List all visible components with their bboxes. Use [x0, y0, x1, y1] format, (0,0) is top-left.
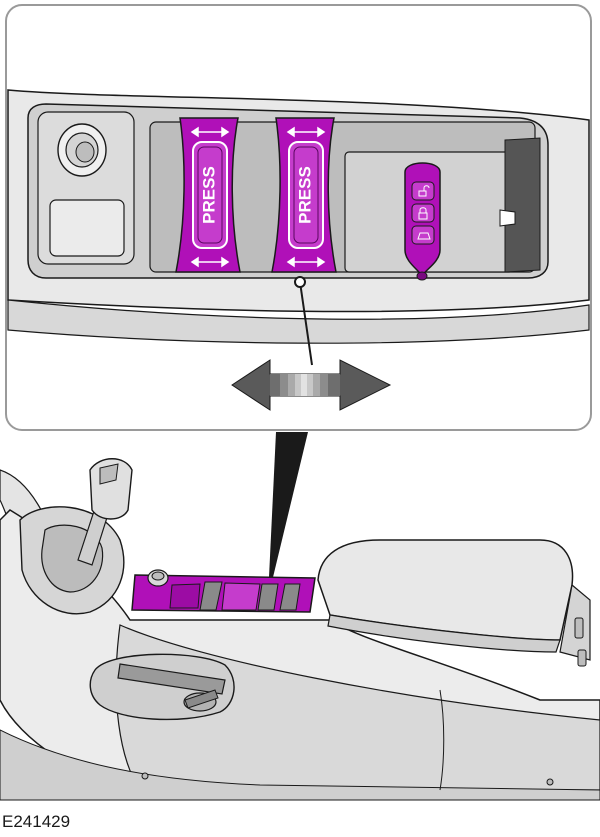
divider-right[interactable]: PRESS — [271, 117, 337, 273]
figure-id: E241429 — [2, 812, 71, 831]
double-arrow-icon — [231, 359, 392, 411]
armrest — [317, 539, 591, 667]
console-base — [0, 729, 600, 801]
center-console — [0, 458, 600, 801]
gear-shifter — [77, 458, 133, 566]
leader-line — [294, 276, 313, 366]
tray-right-wall — [504, 137, 541, 273]
lower-recess — [89, 653, 235, 721]
divider-left-label: PRESS — [199, 166, 218, 224]
trunk-icon — [417, 232, 431, 240]
divider-small-mid — [257, 583, 279, 611]
console-seam — [439, 689, 445, 791]
divider-right-label: PRESS — [295, 166, 314, 224]
console-screw — [546, 778, 554, 786]
divider-small-left — [199, 581, 223, 611]
console-tray — [131, 569, 316, 613]
double-arrow-icon — [286, 126, 326, 268]
power-socket — [37, 111, 135, 265]
tray-latch — [499, 209, 516, 227]
key-fob — [404, 162, 441, 281]
double-arrow-icon — [190, 126, 230, 268]
callout-pointer — [268, 432, 308, 598]
divider-left[interactable]: PRESS — [175, 117, 241, 273]
divider-small-right — [279, 583, 301, 611]
detail-inset: PRESS PRESS — [5, 4, 592, 431]
tray-lower-lip — [7, 299, 590, 344]
unlock-icon — [418, 185, 430, 197]
console-screw — [141, 772, 149, 780]
lock-icon — [418, 207, 428, 220]
